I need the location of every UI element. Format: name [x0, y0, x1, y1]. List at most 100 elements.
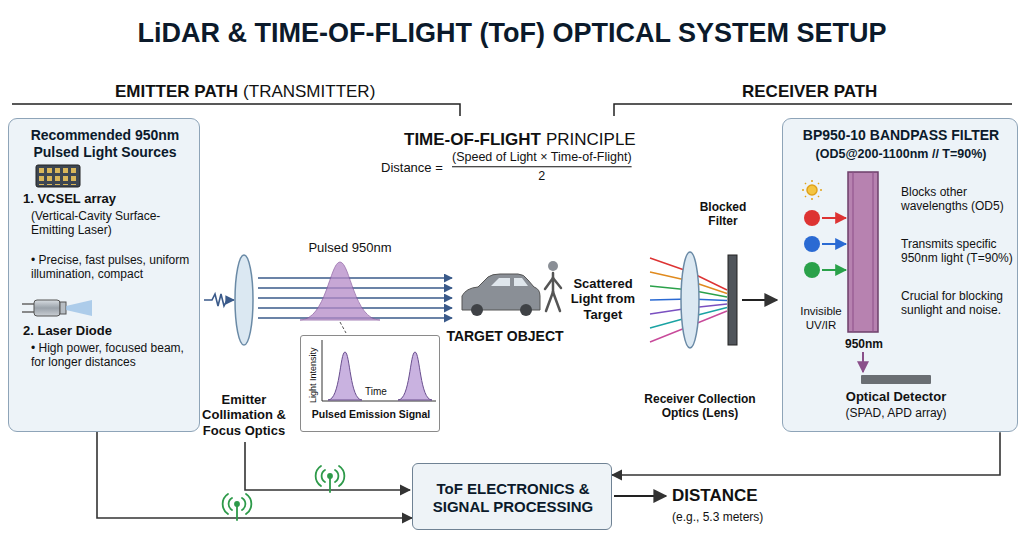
node-text: • High power, focused beam, for longer d… — [31, 341, 193, 369]
wireless-icon — [322, 470, 339, 482]
bandpass-filter — [853, 172, 854, 332]
node-text: Blocks other wavelengths (OD5) — [901, 185, 1013, 213]
person-icon — [545, 261, 561, 311]
fraction-bar — [452, 166, 632, 167]
scattered-ray — [650, 272, 727, 294]
pulse-chart — [322, 340, 323, 401]
laser-diode-icon — [34, 300, 60, 316]
output-value: (e.g., 5.3 meters) — [672, 510, 763, 524]
node-text: Transmits specific 950nm light (T=90%) — [901, 237, 1013, 265]
sun-icon — [818, 196, 819, 197]
wireless-icon — [229, 498, 246, 510]
emitter-lens — [235, 255, 253, 345]
node-text: (OD5@200-1100nm // T=90%) — [787, 147, 1015, 162]
node-text: Pulsed Emission Signal — [303, 408, 439, 420]
receiver-lens — [681, 252, 699, 348]
scattered-ray — [650, 258, 727, 290]
bandpass-filter — [873, 172, 874, 332]
pulse-chart — [398, 352, 432, 400]
sun-icon — [820, 189, 822, 191]
node-text: 950nm — [839, 337, 889, 351]
principle-heading: PRINCIPLE — [546, 130, 636, 150]
node-text: • Precise, fast pulses, uniform illumina… — [31, 253, 193, 281]
node-text: 1. VCSEL array — [23, 191, 193, 206]
red-arrow — [822, 217, 846, 219]
header-bracket — [12, 104, 460, 116]
wireless-icon — [223, 494, 252, 520]
person-icon — [553, 278, 561, 288]
wireless-icon — [328, 474, 332, 478]
node-heading: BP950-10 BANDPASS FILTER — [787, 127, 1015, 144]
wireless-icon — [316, 466, 345, 486]
wireless-icon — [236, 506, 238, 520]
beam-arrows — [258, 307, 452, 309]
car-icon — [462, 274, 540, 316]
section-heading: EMITTER PATH — [115, 82, 238, 102]
sun-icon — [802, 189, 804, 191]
filter-label: Blocked Filter — [688, 200, 758, 228]
sun-icon — [818, 183, 819, 184]
car-icon — [491, 278, 528, 286]
formula-numerator: (Speed of Light × Time-of-Flight) — [452, 150, 632, 165]
sun-icon — [811, 180, 813, 182]
vcsel-icon — [38, 167, 78, 185]
green-arrow — [822, 269, 846, 271]
source-panel: Recommended 950nm Pulsed Light Sources1.… — [8, 118, 200, 432]
pulse-chart — [322, 340, 436, 401]
node-text: (Vertical-Cavity Surface-Emitting Laser) — [31, 209, 181, 237]
section-heading: (TRANSMITTER) — [243, 82, 375, 102]
signal-connector — [612, 432, 1000, 475]
scattered-ray — [650, 286, 727, 297]
scattered-ray — [650, 308, 727, 329]
optics-label: Receiver Collection Optics (Lens) — [640, 392, 760, 420]
bandpass-filter — [848, 172, 878, 332]
beam-arrows — [258, 287, 452, 289]
signal-line — [245, 442, 410, 490]
filter-panel: Optical Detector(SPAD, APD array) BP950-1… — [782, 118, 1018, 432]
person-icon — [545, 278, 553, 289]
filter-plate — [728, 255, 737, 345]
target-label: TARGET OBJECT — [440, 328, 570, 345]
person-icon — [552, 273, 555, 292]
electronics-box: ToF ELECTRONICS & SIGNAL PROCESSING — [412, 463, 612, 530]
sun-icon — [805, 196, 806, 197]
beam-arrows — [258, 297, 452, 299]
node-text: Invisible UV/IR — [791, 305, 851, 332]
sun-icon — [807, 185, 817, 195]
output-label: DISTANCE — [672, 486, 758, 506]
laser-diode-icon — [22, 303, 34, 305]
drive-signal — [204, 294, 234, 306]
pulse-shape — [300, 262, 380, 320]
node-heading: ToF ELECTRONICS & SIGNAL PROCESSING — [419, 480, 607, 515]
laser-diode-icon — [22, 300, 92, 316]
page-title: LiDAR & TIME-OF-FLIGHT (ToF) OPTICAL SYS… — [0, 18, 1024, 50]
node-text: Crucial for blocking sunlight and noise. — [901, 289, 1013, 317]
blue-arrow — [822, 243, 846, 245]
header-bracket — [614, 104, 1012, 116]
scattered-rays — [650, 258, 727, 342]
scattered-ray — [650, 311, 727, 342]
scattered-ray — [650, 304, 727, 314]
node-text: (SPAD, APD array) — [821, 406, 971, 420]
wireless-icon — [316, 466, 345, 492]
detector-box: Optical Detector(SPAD, APD array) — [821, 375, 971, 426]
sun-icon — [802, 180, 822, 200]
car-icon — [462, 274, 540, 310]
principle-heading: TIME-OF-FLIGHT — [404, 130, 541, 150]
sun-icon — [811, 198, 813, 200]
sun-icon — [805, 183, 806, 184]
laser-diode-icon — [60, 302, 66, 314]
output-arrow — [614, 495, 666, 497]
car-icon — [471, 304, 483, 316]
leader-line — [340, 322, 346, 333]
section-heading: RECEIVER PATH — [742, 82, 877, 102]
beam-arrows — [258, 277, 452, 279]
pass-arrow — [862, 352, 864, 372]
vcsel-icon — [36, 165, 80, 187]
laser-diode-icon — [22, 311, 34, 313]
wireless-icon — [223, 494, 252, 514]
formula-text: Distance = — [381, 160, 443, 175]
person-icon — [548, 261, 558, 271]
wireless-icon — [329, 478, 331, 492]
node-heading: Light Intensity — [308, 340, 319, 410]
